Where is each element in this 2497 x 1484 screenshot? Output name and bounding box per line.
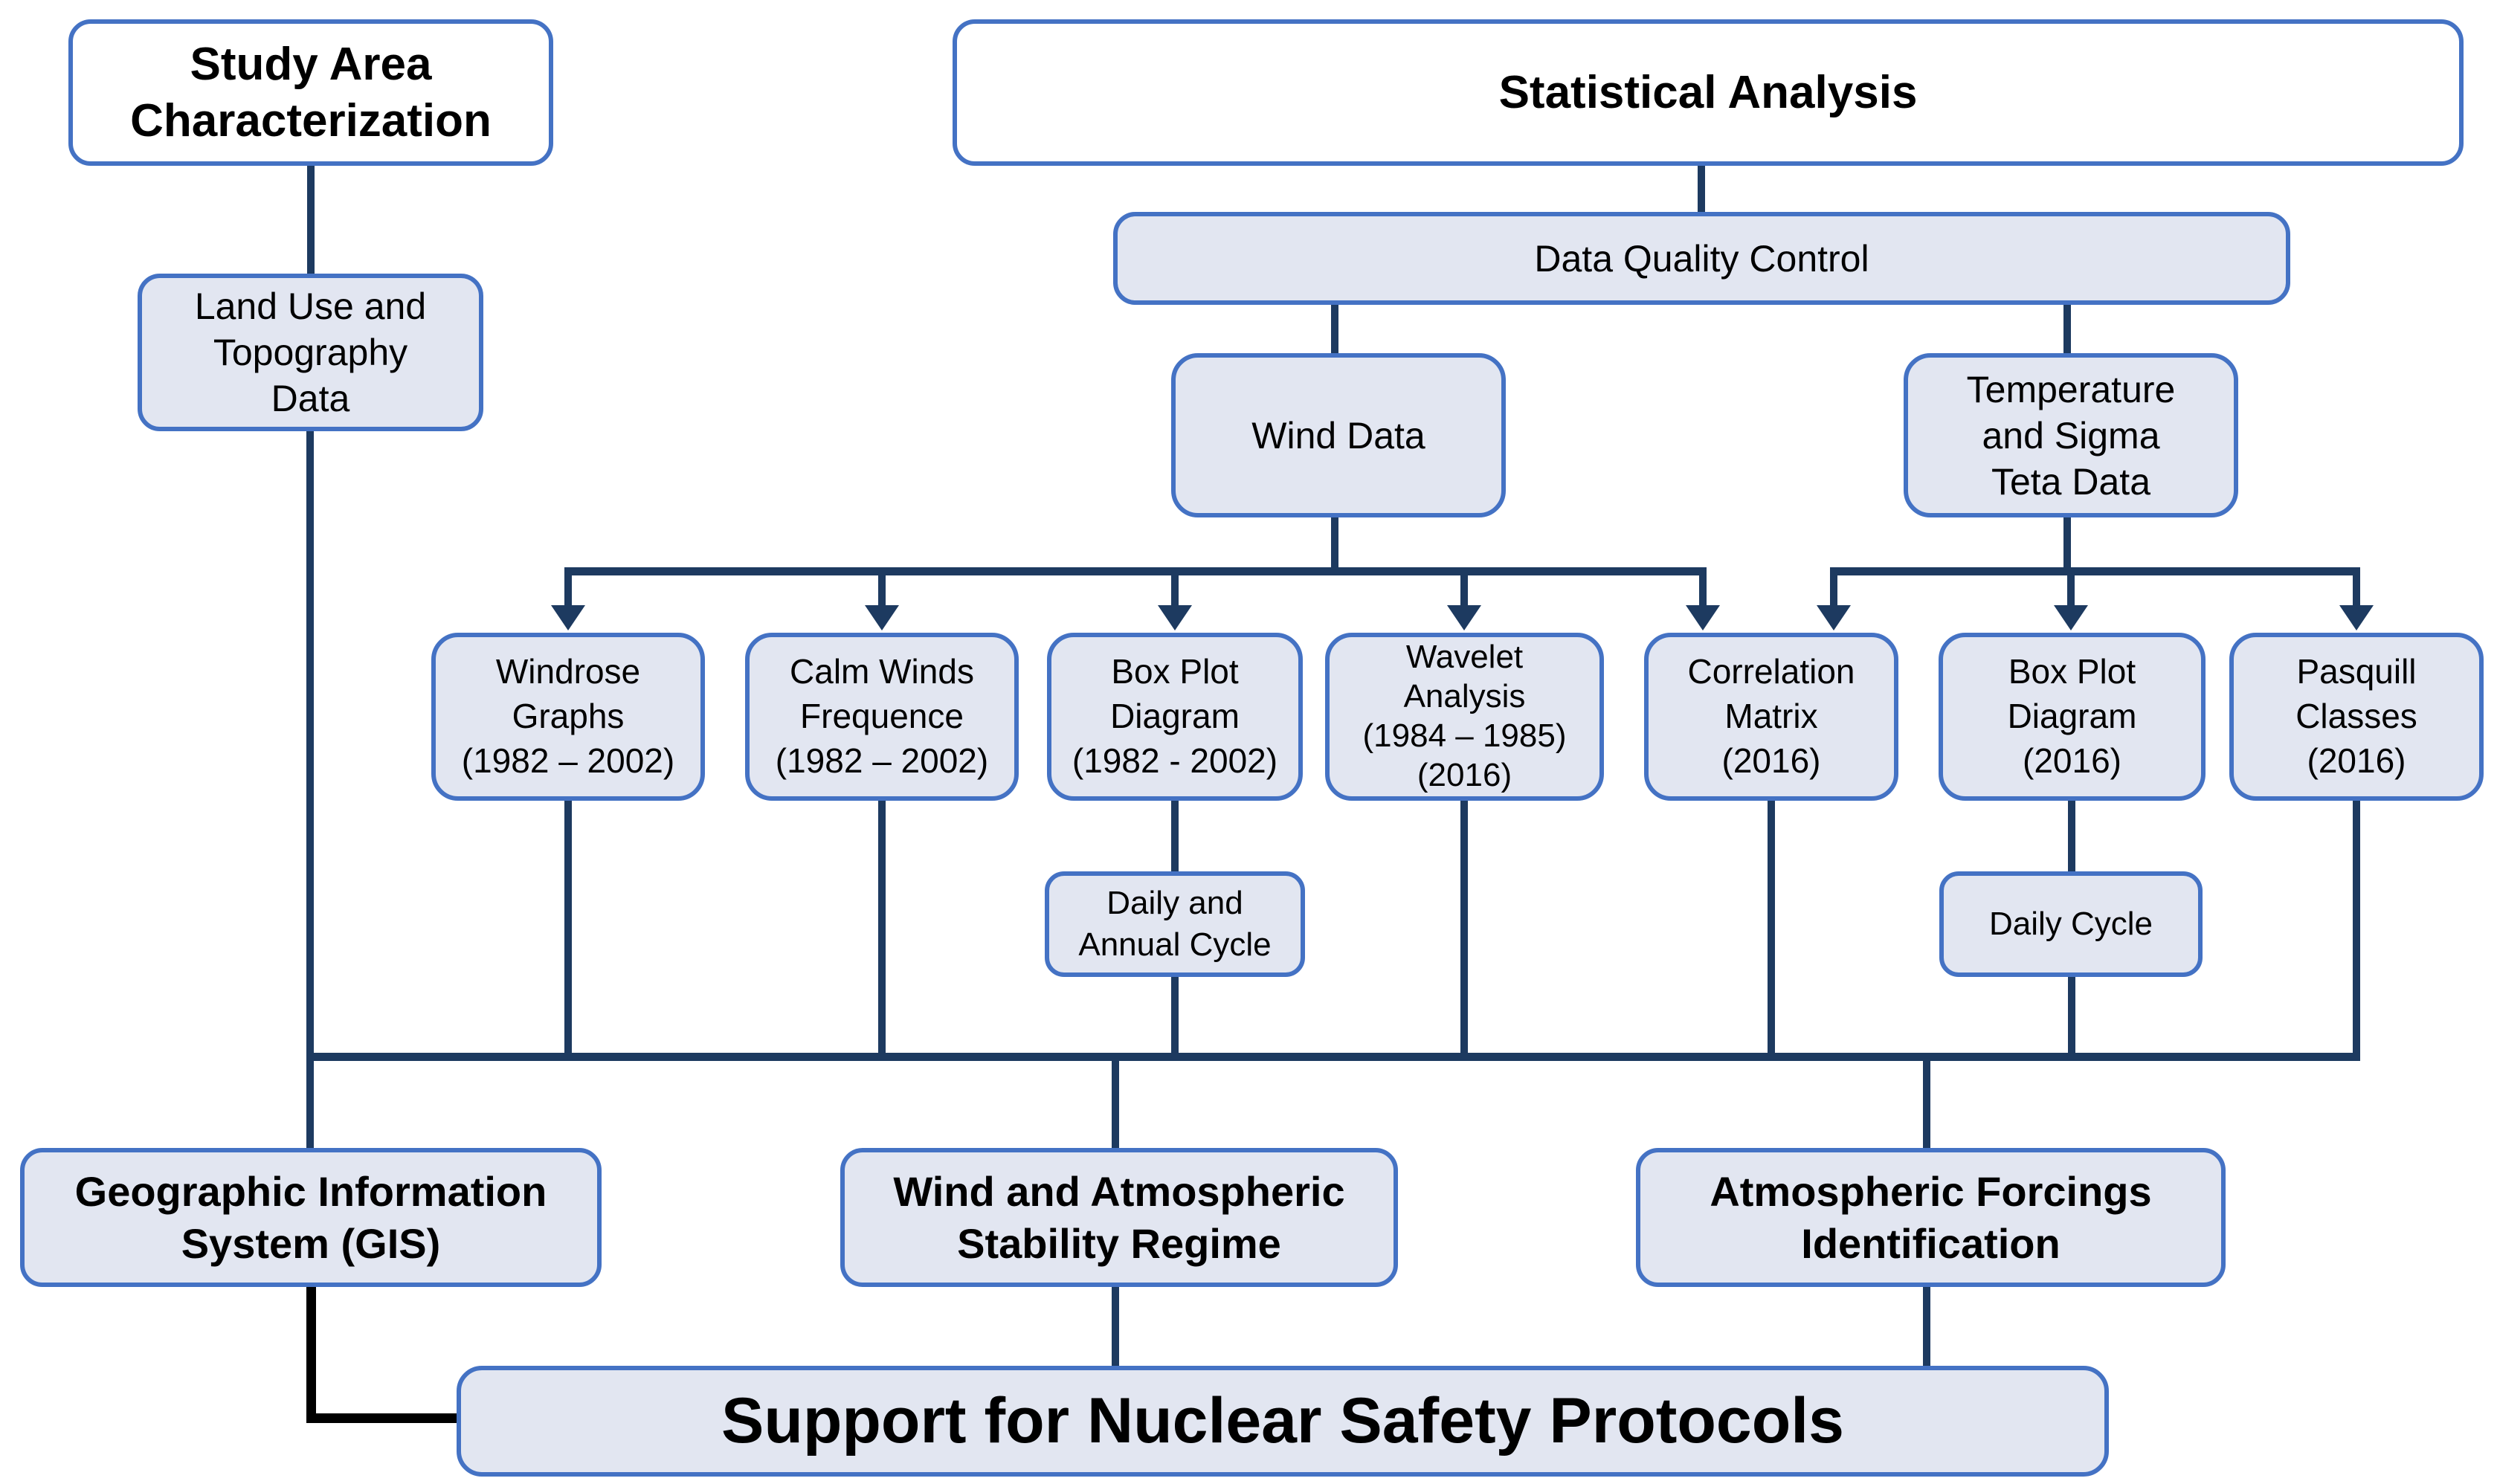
node-label: Calm Winds Frequence (1982 – 2002) — [775, 652, 989, 780]
node-land-use-topography: Land Use and Topography Data — [138, 274, 483, 431]
node-atmospheric-forcings-identification: Atmospheric Forcings Identification — [1636, 1148, 2226, 1287]
node-wind-data: Wind Data — [1171, 353, 1506, 517]
node-statistical-analysis: Statistical Analysis — [953, 19, 2464, 166]
node-calm-winds-frequence: Calm Winds Frequence (1982 – 2002) — [745, 633, 1019, 801]
connector-atmforcings-to-support — [1923, 1287, 1930, 1366]
node-study-area-characterization: Study Area Characterization — [68, 19, 553, 166]
connector-landuse-to-gis — [306, 431, 314, 1148]
node-label: Box Plot Diagram (1982 - 2002) — [1072, 652, 1278, 780]
connector-gis-to-support-horizontal — [306, 1413, 457, 1423]
arrowhead-windrose — [551, 605, 585, 630]
collector-line — [306, 1053, 2360, 1061]
arrow-stem-boxplot2016 — [2067, 567, 2075, 610]
node-label: Land Use and Topography Data — [194, 285, 427, 419]
node-correlation-matrix: Correlation Matrix (2016) — [1644, 633, 1898, 801]
node-daily-cycle: Daily Cycle — [1939, 871, 2203, 977]
connector-correlation-to-collector — [1768, 801, 1775, 1061]
arrowhead-calmwinds — [865, 605, 899, 630]
node-wavelet-analysis: Wavelet Analysis (1984 – 1985) (2016) — [1325, 633, 1604, 801]
connector-study-to-landuse — [307, 166, 315, 274]
node-label: Data Quality Control — [1534, 237, 1869, 280]
wind-branch-line — [564, 567, 1707, 575]
node-box-plot-diagram-2016: Box Plot Diagram (2016) — [1939, 633, 2206, 801]
node-pasquill-classes: Pasquill Classes (2016) — [2229, 633, 2484, 801]
node-label: Support for Nuclear Safety Protocols — [721, 1385, 1845, 1457]
arrowhead-boxplot2016 — [2054, 605, 2088, 630]
connector-collector-to-atmforcings — [1923, 1061, 1930, 1148]
connector-winddata-to-branch — [1331, 517, 1338, 567]
connector-boxplot1982-to-dailyannual — [1171, 801, 1179, 871]
connector-windstability-to-support — [1112, 1287, 1119, 1366]
node-label: Wind and Atmospheric Stability Regime — [893, 1167, 1345, 1267]
arrowhead-wavelet — [1447, 605, 1481, 630]
connector-pasquill-to-collector — [2353, 801, 2360, 1061]
node-label: Statistical Analysis — [1498, 66, 1918, 118]
arrow-stem-correlation-left — [1699, 567, 1707, 610]
connector-statistical-to-dqc — [1698, 166, 1705, 212]
connector-wavelet-to-collector — [1460, 801, 1468, 1061]
node-label: Correlation Matrix (2016) — [1687, 652, 1855, 780]
node-daily-and-annual-cycle: Daily and Annual Cycle — [1045, 871, 1305, 977]
connector-collector-to-windstability — [1112, 1061, 1119, 1148]
node-label: Windrose Graphs (1982 – 2002) — [461, 652, 675, 780]
arrowhead-pasquill — [2339, 605, 2374, 630]
temperature-branch-line — [1830, 567, 2360, 575]
node-label: Temperature and Sigma Teta Data — [1966, 368, 2176, 503]
node-wind-atmospheric-stability: Wind and Atmospheric Stability Regime — [840, 1148, 1398, 1287]
node-support-nuclear-safety-protocols: Support for Nuclear Safety Protocols — [457, 1366, 2109, 1477]
arrowhead-boxplot1982 — [1158, 605, 1192, 630]
node-label: Study Area Characterization — [130, 38, 492, 146]
arrow-stem-wavelet — [1460, 567, 1468, 610]
connector-dqc-to-winddata — [1331, 305, 1338, 353]
arrowhead-correlation-left — [1686, 605, 1720, 630]
node-geographic-information-system: Geographic Information System (GIS) — [20, 1148, 602, 1287]
arrow-stem-pasquill — [2353, 567, 2360, 610]
connector-calmwinds-to-collector — [878, 801, 886, 1061]
node-label: Box Plot Diagram (2016) — [2007, 652, 2137, 780]
connector-dailyannual-to-collector — [1171, 977, 1179, 1061]
node-temperature-sigma-teta: Temperature and Sigma Teta Data — [1904, 353, 2238, 517]
arrow-stem-boxplot1982 — [1171, 567, 1179, 610]
arrow-stem-calmwinds — [878, 567, 886, 610]
node-label: Geographic Information System (GIS) — [74, 1167, 547, 1267]
node-label: Pasquill Classes (2016) — [2295, 652, 2417, 780]
arrowhead-correlation-right — [1817, 605, 1851, 630]
connector-dqc-to-temperature — [2063, 305, 2071, 353]
arrow-stem-correlation-right — [1830, 567, 1837, 610]
connector-boxplot2016-to-dailycycle — [2068, 801, 2075, 871]
node-box-plot-diagram-1982: Box Plot Diagram (1982 - 2002) — [1047, 633, 1303, 801]
arrow-stem-windrose — [564, 567, 572, 610]
node-label: Wind Data — [1251, 414, 1425, 457]
node-label: Daily and Annual Cycle — [1078, 885, 1272, 963]
connector-temperature-to-branch — [2063, 517, 2071, 567]
connector-gis-to-support-vertical — [306, 1287, 316, 1423]
node-label: Wavelet Analysis (1984 – 1985) (2016) — [1362, 639, 1567, 793]
node-label: Atmospheric Forcings Identification — [1710, 1167, 2152, 1267]
connector-windrose-to-collector — [564, 801, 572, 1061]
connector-dailycycle-to-collector — [2068, 977, 2075, 1061]
node-label: Daily Cycle — [1988, 906, 2153, 943]
node-windrose-graphs: Windrose Graphs (1982 – 2002) — [431, 633, 705, 801]
node-data-quality-control: Data Quality Control — [1113, 212, 2290, 305]
